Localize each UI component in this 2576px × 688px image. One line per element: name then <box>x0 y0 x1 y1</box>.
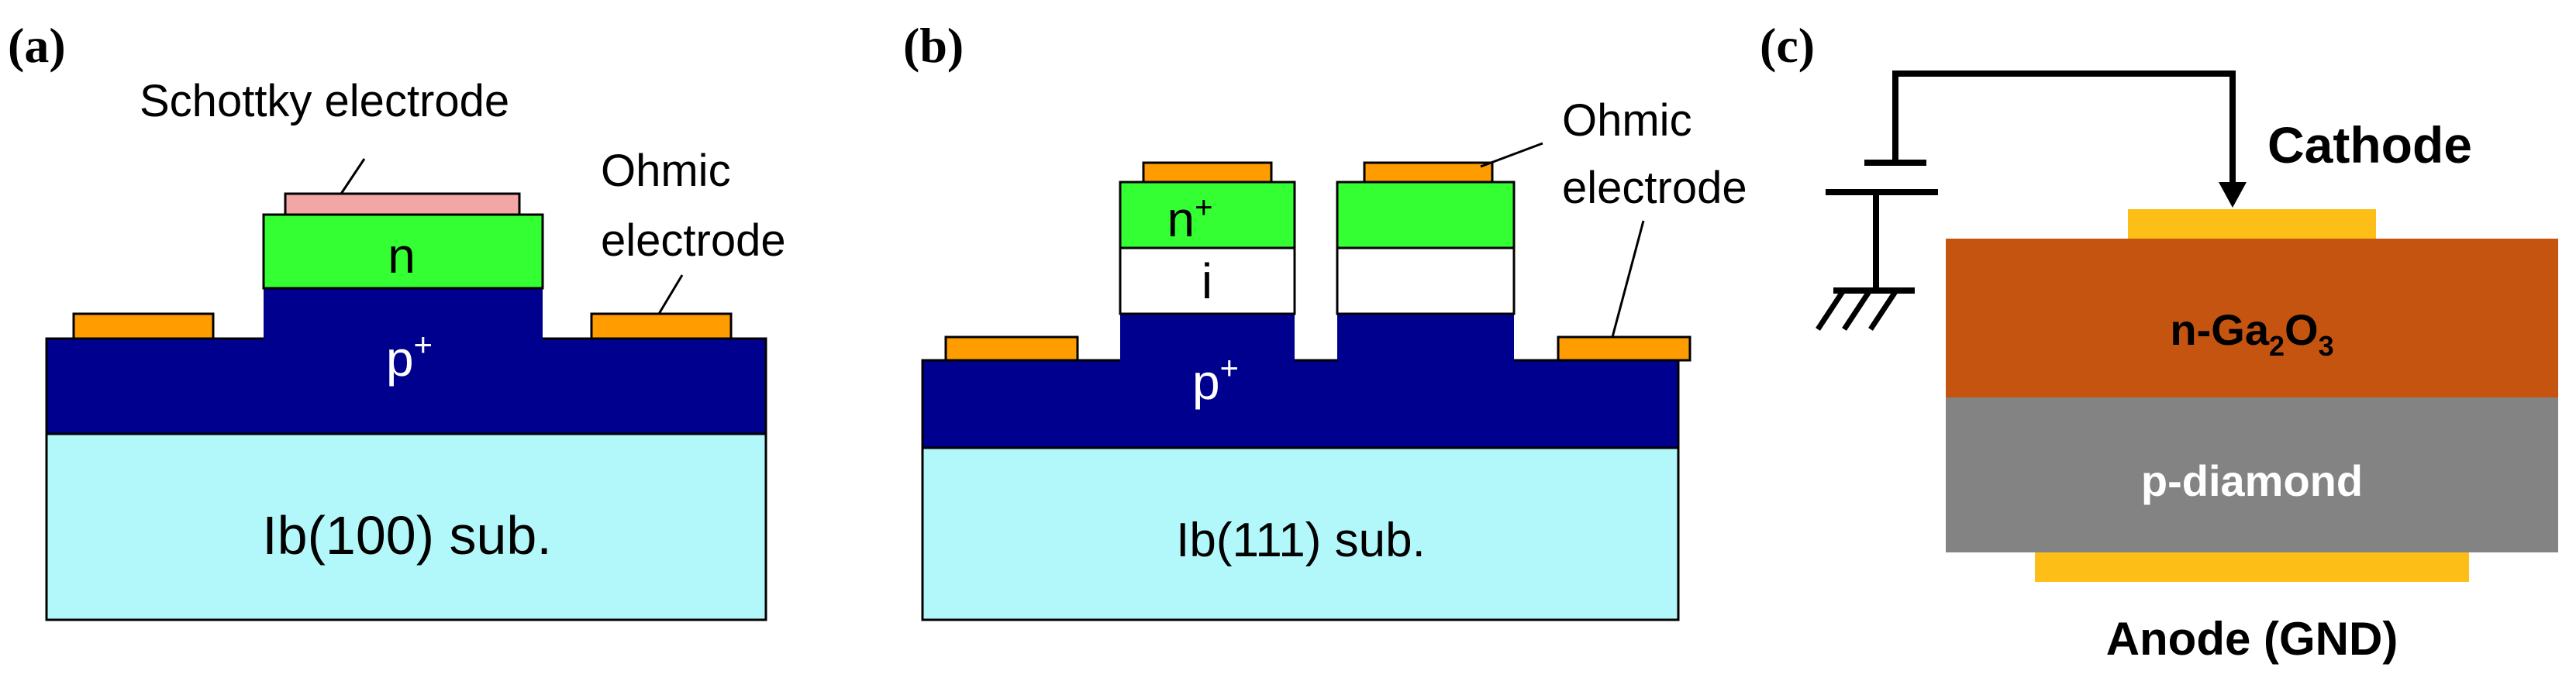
panel-a-p-layer-base <box>45 337 767 435</box>
panel-c-anode-label: Anode (GND) <box>2106 613 2398 665</box>
panel-b-ohmic-electrode-base-right <box>1557 335 1691 362</box>
panel-c-cathode-label: Cathode <box>2267 116 2472 174</box>
panel-b-n-text: n+ <box>1167 191 1213 247</box>
panel-b-ohmic-label-line2: electrode <box>1562 163 1747 213</box>
panel-c-circuit-wire <box>1892 71 2236 182</box>
panel-b-ohmic-electrode-top-left <box>1142 161 1273 184</box>
panel-b-i-text: i <box>1202 253 1212 309</box>
panel-a-ohmic-label-line1: Ohmic <box>601 146 731 196</box>
panel-b-p-layer-mesa-left <box>1120 314 1295 362</box>
panel-b-substrate <box>921 446 1680 621</box>
panel-c: (c) Cathode n-Ga2O3 p-diamond Anode (GND… <box>1760 18 2558 665</box>
panel-b-n-layer-left <box>1119 181 1296 249</box>
panel-b-ohmic-electrode-base-left <box>944 335 1079 362</box>
panel-b-label: (b) <box>903 18 964 73</box>
panel-a-n-text: n <box>388 228 416 284</box>
panel-b-p-text: p+ <box>1192 349 1239 410</box>
ground-icon <box>1816 287 1915 331</box>
panel-a-substrate-text: Ib(100) sub. <box>262 505 552 566</box>
panel-a-label: (a) <box>8 18 66 73</box>
panel-b-i-layer-right <box>1336 246 1516 315</box>
panel-a-ohmic-label-line2: electrode <box>601 215 786 266</box>
panel-a-p-text: p+ <box>386 326 433 387</box>
panel-b-p-layer-base <box>921 359 1680 449</box>
panel-c-cathode-arrow <box>2219 182 2247 208</box>
panel-c-diamond-text: p-diamond <box>2141 456 2363 505</box>
panel-a-n-layer <box>262 213 544 290</box>
panel-c-diamond-layer <box>1946 397 2558 552</box>
panel-a-ohmic-leader <box>657 274 684 315</box>
panel-a-ohmic-electrode-right <box>590 312 733 340</box>
panel-b-n-layer-right <box>1336 181 1516 249</box>
panel-b-ohmic-leader-base <box>1611 220 1645 338</box>
panel-c-cathode-contact <box>2128 209 2376 239</box>
panel-a-schottky-label: Schottky electrode <box>140 76 509 126</box>
panel-a-p-layer-mesa <box>264 288 543 340</box>
panel-c-anode-contact <box>2035 552 2469 582</box>
panel-a-schottky-leader <box>340 158 366 194</box>
panel-b-p-layer-mesa-right <box>1337 314 1514 362</box>
panel-b-ohmic-leader-top <box>1480 142 1543 168</box>
panel-a-schottky-electrode <box>284 192 521 216</box>
panel-b-ohmic-label-line1: Ohmic <box>1562 95 1692 146</box>
panel-a: (a) Schottky electrode Ohmic electrode n… <box>8 18 786 621</box>
panel-c-ga2o3-text: n-Ga2O3 <box>2170 305 2333 362</box>
panel-c-label: (c) <box>1760 18 1815 73</box>
panel-a-ohmic-electrode-left <box>72 312 215 340</box>
panel-b-i-layer-left <box>1119 246 1296 315</box>
panel-a-substrate <box>45 432 767 621</box>
panel-b-substrate-text: Ib(111) sub. <box>1176 514 1426 567</box>
panel-c-ga2o3-layer <box>1946 239 2558 397</box>
panel-b: (b) Ohmic electrode n+ i p+ Ib(111) sub. <box>903 18 1747 621</box>
panel-b-ohmic-electrode-top-right <box>1363 161 1494 184</box>
